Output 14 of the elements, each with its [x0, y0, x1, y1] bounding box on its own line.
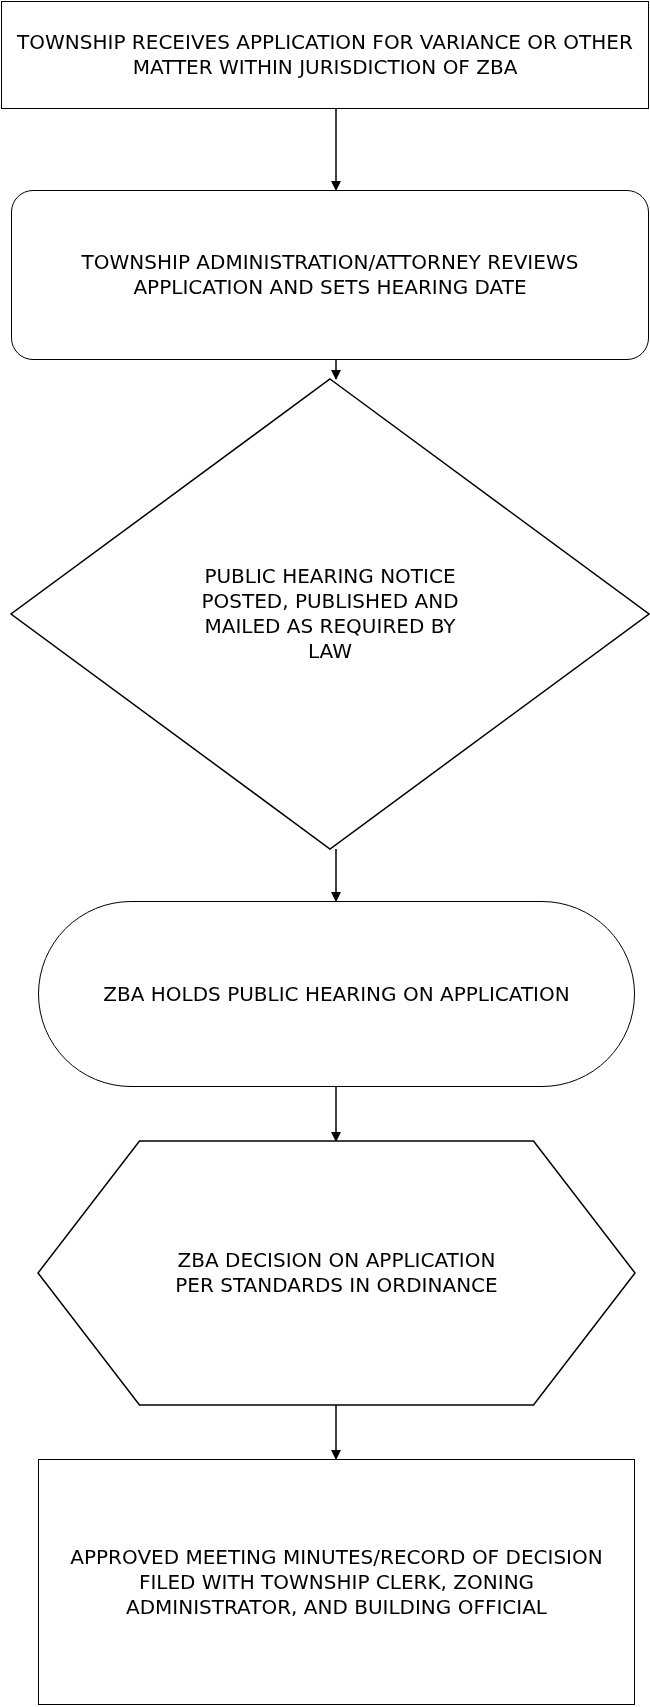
- rounded-process-box: [11, 190, 649, 360]
- step-text: APPROVED MEETING MINUTES/RECORD OF DECISION FILED WITH TOWNSHIP CLERK, ZONING ADMINISTRATOR, AND BUILDING OFFICIAL: [69, 1544, 604, 1620]
- step-text: ZBA DECISION ON APPLICATION PER STANDARDS IN ORDINANCE: [174, 1248, 499, 1298]
- step-text: TOWNSHIP RECEIVES APPLICATION FOR VARIANCE OR OTHER MATTER WITHIN JURISDICTION OF ZBA: [16, 30, 634, 80]
- arrow: [331, 359, 341, 380]
- step-text: TOWNSHIP ADMINISTRATION/ATTORNEY REVIEWS APPLICATION AND SETS HEARING DATE: [80, 250, 580, 300]
- arrow: [331, 848, 341, 902]
- step-text: ZBA HOLDS PUBLIC HEARING ON APPLICATION: [102, 981, 571, 1007]
- arrow: [331, 108, 341, 191]
- process-box: [38, 1459, 635, 1705]
- arrow: [331, 1404, 341, 1460]
- step-text: PUBLIC HEARING NOTICE POSTED, PUBLISHED AND MAILED AS REQUIRED BY LAW: [200, 564, 460, 664]
- process-box: [1, 1, 649, 109]
- arrow: [331, 1086, 341, 1142]
